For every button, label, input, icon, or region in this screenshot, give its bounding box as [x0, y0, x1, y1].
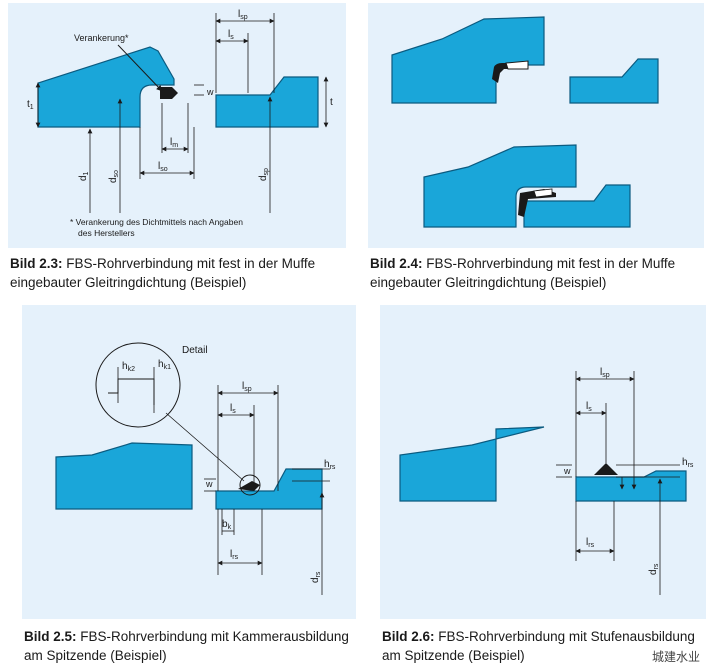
svg-text:bk: bk	[222, 519, 232, 531]
svg-text:lrs: lrs	[586, 537, 595, 549]
svg-text:drs: drs	[648, 563, 660, 575]
anchor-label: Verankerung*	[74, 33, 129, 43]
svg-text:w: w	[205, 479, 213, 489]
svg-text:lsp: lsp	[242, 381, 252, 393]
svg-text:t: t	[330, 97, 333, 108]
svg-text:ls: ls	[586, 401, 592, 413]
figure-2-6-diagram: w lsp ls hrs lrs drs	[399, 367, 694, 595]
svg-text:dsp: dsp	[258, 168, 270, 181]
caption-2-4: Bild 2.4: FBS-Rohrverbindung mit fest in…	[370, 256, 676, 290]
socket-pipe	[399, 426, 545, 502]
svg-text:hrs: hrs	[682, 457, 694, 469]
figure-2-5-diagram: Detail hk2 hk1 w lsp ls hrs bk	[55, 342, 336, 595]
svg-text:lso: lso	[158, 161, 168, 173]
svg-text:lrs: lrs	[230, 549, 239, 561]
svg-text:w: w	[563, 466, 571, 476]
svg-text:ls: ls	[230, 403, 236, 415]
w-label: w	[206, 87, 214, 97]
spigot-pipe	[215, 76, 319, 128]
svg-text:lsp: lsp	[600, 367, 610, 379]
figure-2-3-diagram: Verankerung* w lsp ls t1 t lm lso d1	[27, 9, 333, 238]
gasket	[160, 87, 178, 99]
spigot-pipe-bottom	[523, 184, 631, 228]
svg-text:hrs: hrs	[324, 459, 336, 471]
detail-label: Detail	[182, 345, 208, 356]
svg-text:d1: d1	[78, 171, 90, 181]
footnote-line-2: des Herstellers	[78, 228, 135, 238]
gasket	[594, 463, 618, 475]
svg-text:t1: t1	[27, 99, 34, 111]
svg-text:lsp: lsp	[238, 9, 248, 21]
socket-pipe	[37, 46, 175, 128]
svg-text:ls: ls	[228, 29, 234, 41]
figure-2-5-panel: Detail hk2 hk1 w lsp ls hrs bk	[22, 305, 356, 619]
svg-text:lm: lm	[170, 137, 178, 149]
svg-text:dso: dso	[108, 170, 120, 183]
figure-2-6-panel: w lsp ls hrs lrs drs	[380, 305, 706, 619]
footnote-line-1: * Verankerung des Dichtmittels nach Anga…	[70, 217, 243, 227]
spigot-pipe-top	[569, 58, 659, 104]
svg-text:hk2: hk2	[122, 361, 135, 373]
svg-text:drs: drs	[310, 571, 322, 583]
caption-2-6: Bild 2.6: FBS-Rohrverbindung mit Stufena…	[382, 629, 695, 663]
watermark: 城建水业	[647, 647, 704, 666]
figure-2-3-panel: Verankerung* w lsp ls t1 t lm lso d1	[8, 3, 346, 248]
spigot-pipe	[575, 470, 687, 502]
caption-2-3: Bild 2.3: FBS-Rohrverbindung mit fest in…	[10, 256, 316, 290]
socket-pipe-top	[391, 16, 545, 104]
svg-text:hk1: hk1	[158, 359, 171, 371]
figure-2-4-panel	[368, 3, 704, 248]
gasket	[238, 481, 260, 491]
figure-2-4-diagram	[391, 16, 659, 228]
detail-circle	[95, 342, 181, 428]
spigot-pipe	[215, 468, 323, 510]
socket-pipe	[55, 442, 193, 510]
socket-pipe-bottom	[423, 144, 577, 228]
caption-2-5: Bild 2.5: FBS-Rohrverbindung mit Kammera…	[24, 629, 349, 663]
